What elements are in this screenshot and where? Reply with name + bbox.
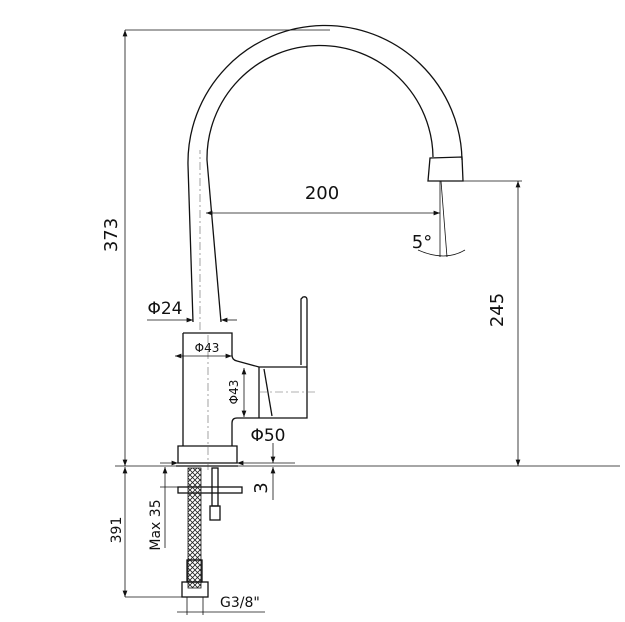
spout-diameter-label: Φ24 — [147, 299, 182, 319]
max-thickness-label: Max 35 — [148, 499, 164, 550]
body-diameter-label: Φ43 — [195, 341, 220, 355]
base-thickness-label: 3 — [251, 482, 272, 493]
spout-height-label: 245 — [487, 293, 508, 327]
spout — [187, 24, 464, 330]
reach-label: 200 — [305, 183, 339, 204]
hose-length-label: 391 — [109, 517, 125, 544]
faucet-body — [176, 296, 315, 470]
base-diameter-label: Φ50 — [250, 426, 285, 446]
thread-label: G3/8" — [220, 595, 260, 611]
angle-dimension — [417, 180, 466, 258]
handle-diameter-label: Φ43 — [227, 380, 241, 405]
height-label: 373 — [101, 218, 122, 252]
angle-label: 5° — [412, 232, 432, 253]
hose-assembly — [177, 467, 243, 598]
